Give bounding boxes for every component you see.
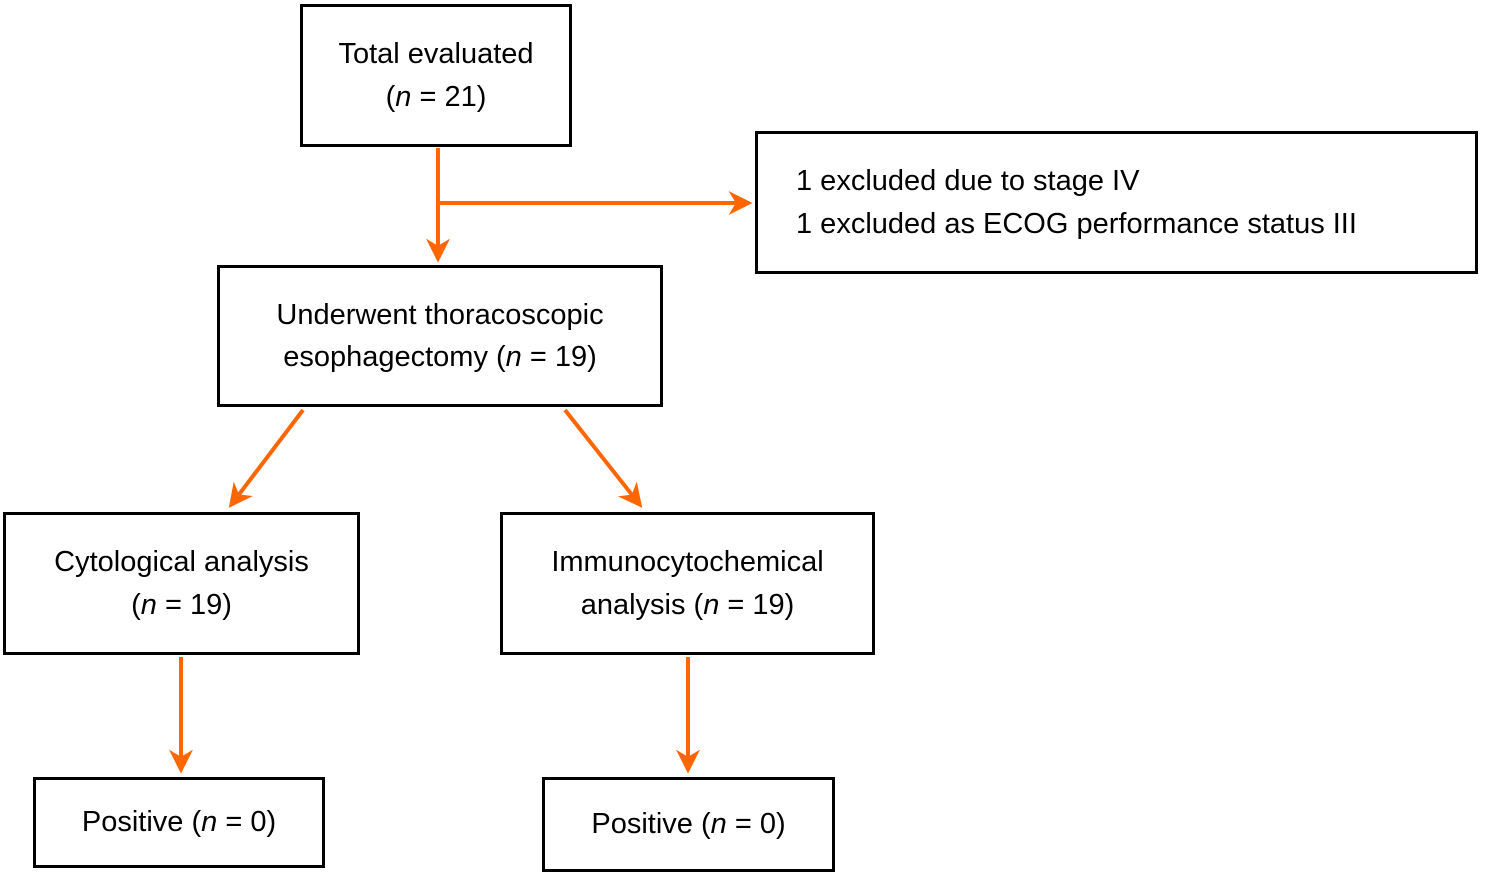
surgery-count-line: esophagectomy (n = 19)	[283, 341, 597, 373]
arrow-surgery-to-immuno	[563, 408, 643, 508]
box-excluded: 1 excluded due to stage IV 1 excluded as…	[755, 131, 1478, 274]
box-positive-cytology: Positive (n = 0)	[33, 777, 325, 868]
italic-n: n	[395, 80, 412, 113]
italic-n: n	[201, 806, 218, 839]
surgery-line1: Underwent thoracoscopic	[276, 298, 604, 331]
positive-left-line: Positive (n = 0)	[81, 806, 277, 839]
cytology-line1: Cytological analysis	[54, 546, 309, 579]
box-cytological-analysis: Cytological analysis (n = 19)	[3, 512, 360, 655]
immuno-line1: Immunocytochemical	[551, 546, 824, 579]
total-count-line: (n = 21)	[385, 80, 487, 113]
box-thoracoscopic-esophagectomy: Underwent thoracoscopic esophagectomy (n…	[217, 265, 663, 407]
box-positive-immuno: Positive (n = 0)	[542, 777, 835, 872]
italic-n: n	[703, 588, 720, 621]
cytology-count-line: (n = 19)	[131, 588, 232, 621]
italic-n: n	[140, 588, 157, 621]
arrow-surgery-to-cytology	[228, 408, 305, 508]
italic-n: n	[505, 341, 522, 373]
immuno-count-line: analysis (n = 19)	[580, 588, 795, 621]
box-immunocytochemical-analysis: Immunocytochemical analysis (n = 19)	[500, 512, 875, 655]
excluded-line2: 1 excluded as ECOG performance status II…	[796, 207, 1357, 240]
positive-right-line: Positive (n = 0)	[591, 808, 786, 841]
excluded-line1: 1 excluded due to stage IV	[796, 165, 1140, 198]
italic-n: n	[710, 808, 727, 841]
total-line1: Total evaluated	[338, 38, 534, 71]
box-total-evaluated: Total evaluated (n = 21)	[300, 4, 572, 147]
